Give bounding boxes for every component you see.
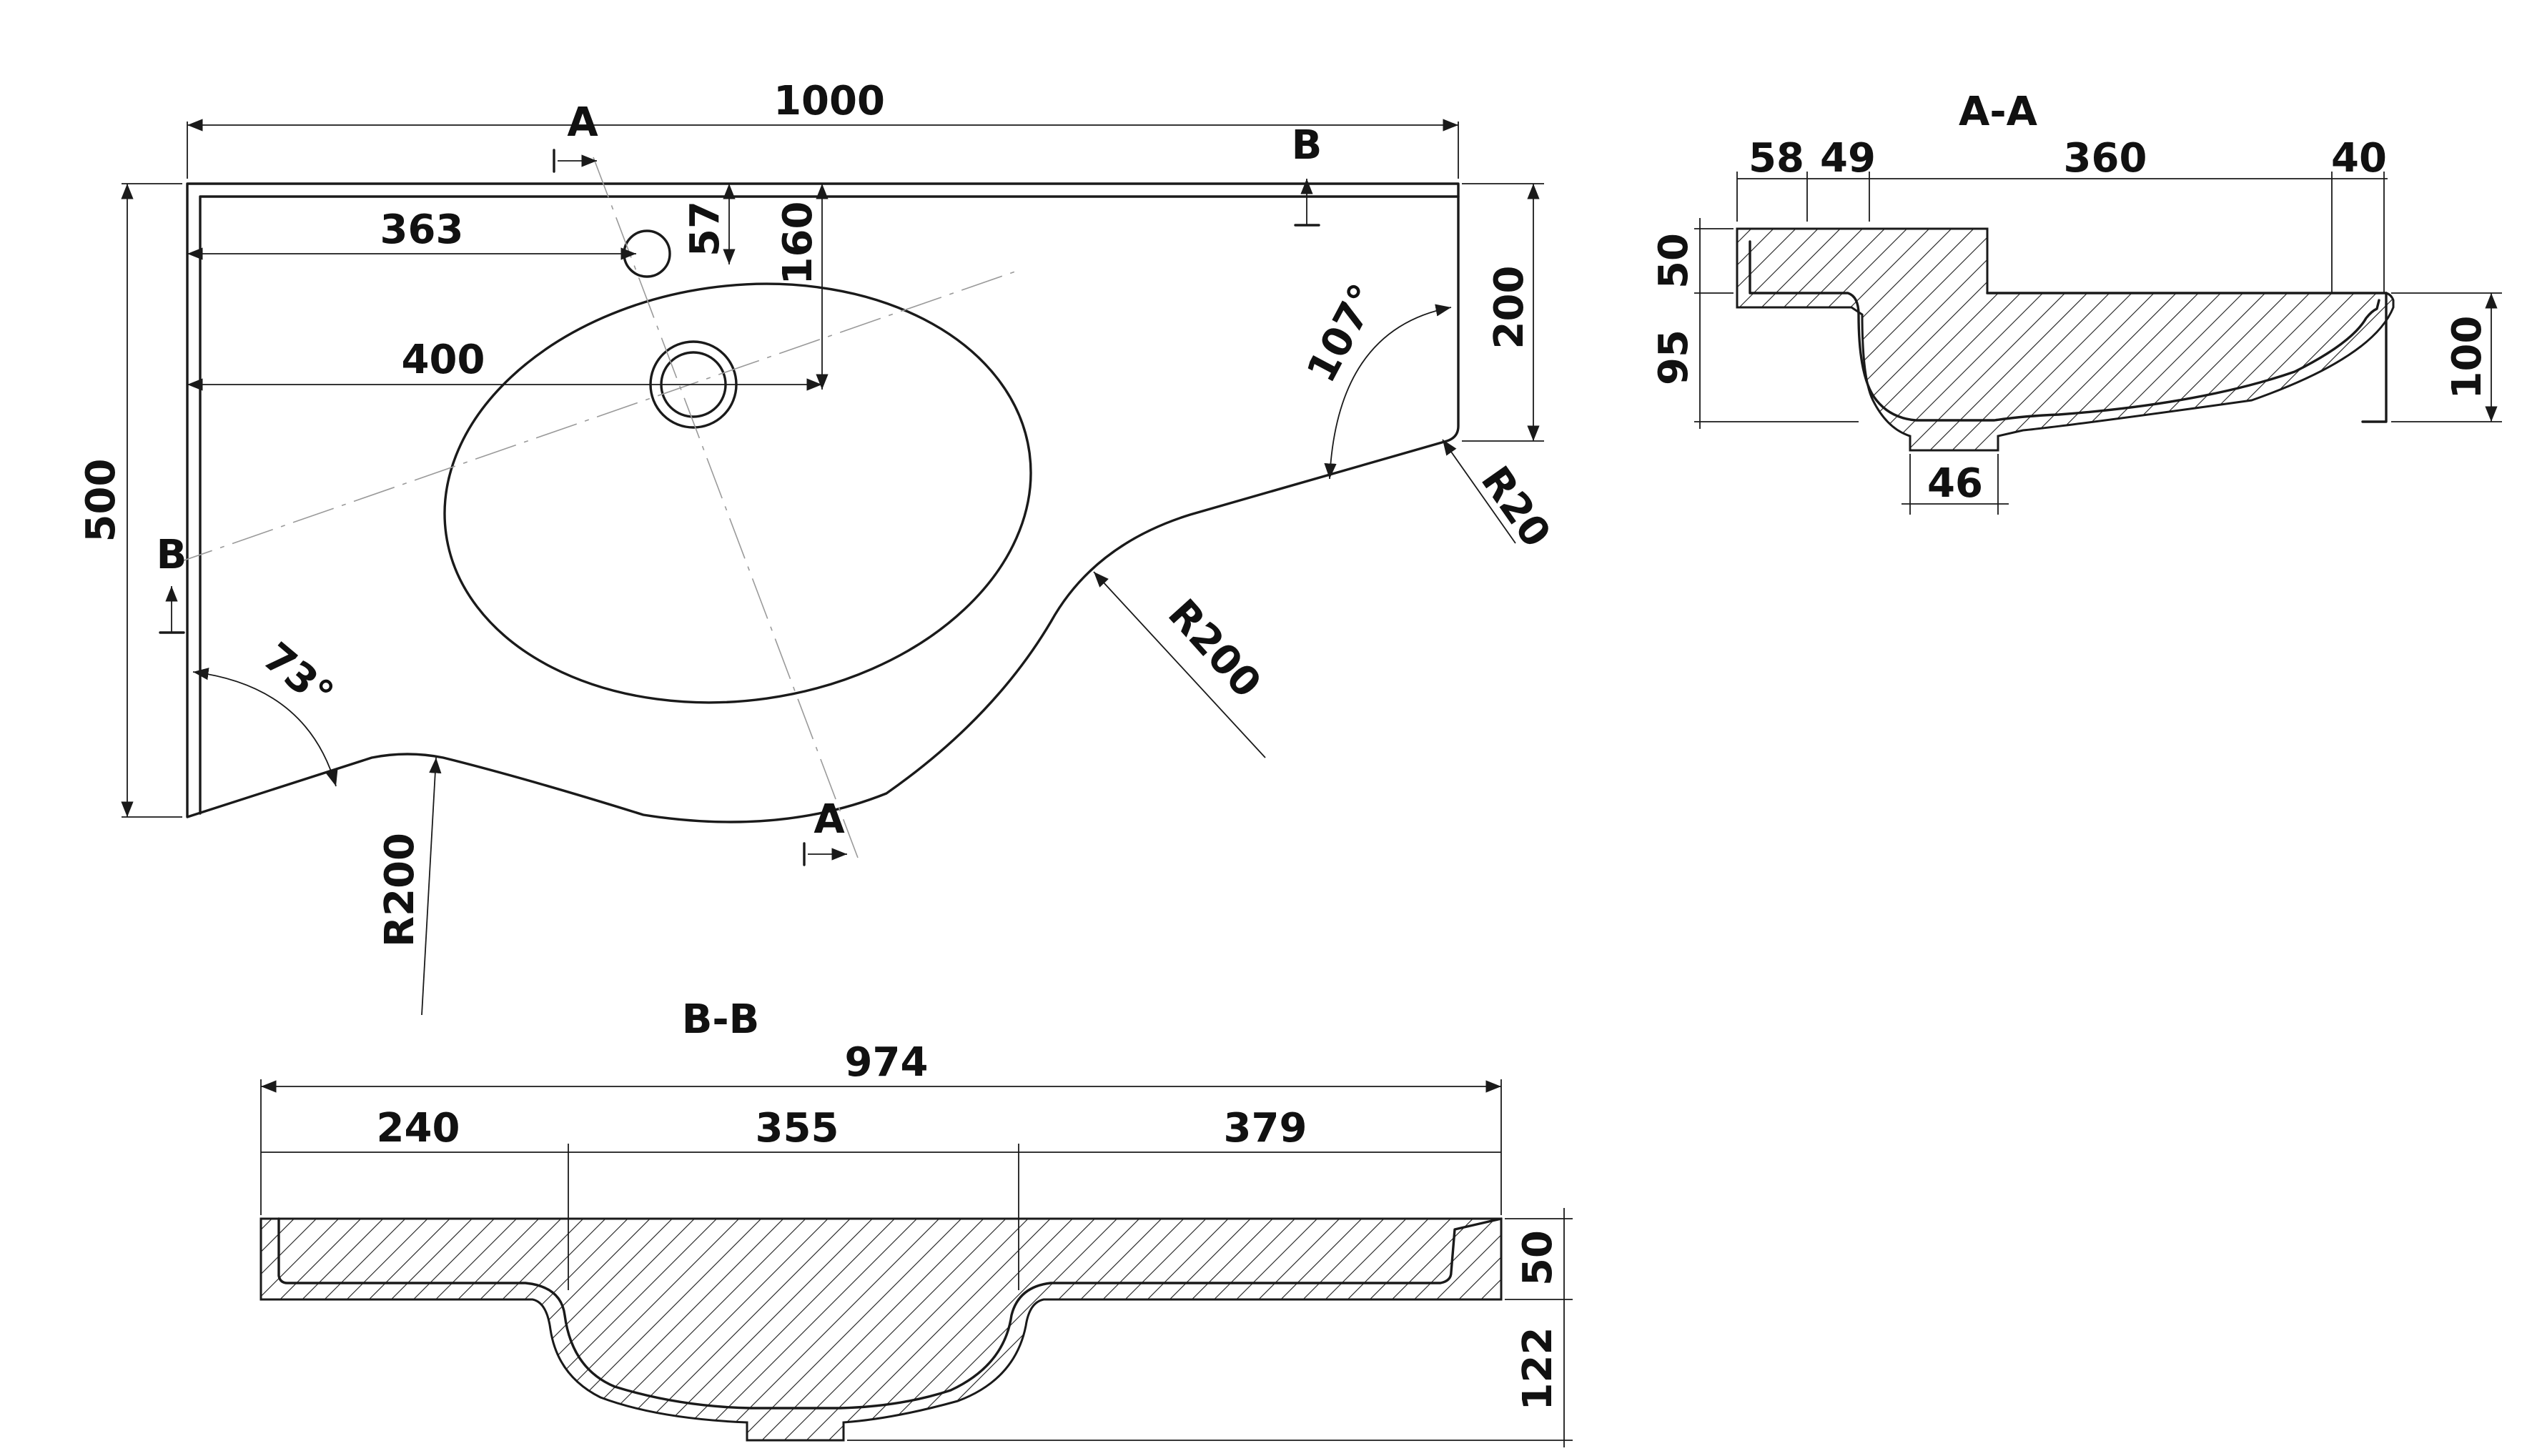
section-marker-b-left: B <box>157 532 187 634</box>
dim-bb-50: 50 <box>1515 1230 1561 1286</box>
section-bb-title: B-B <box>682 996 760 1043</box>
dim-bb-974: 974 <box>845 1039 929 1086</box>
radius-label-r200-right: R200 <box>1159 590 1270 706</box>
bowl-ellipse <box>443 282 1032 704</box>
dim-aa-46: 46 <box>1927 460 1983 507</box>
dim-width-total: 1000 <box>187 78 1459 179</box>
dim-label-500: 500 <box>78 459 124 543</box>
section-bb-inner <box>277 1217 1503 1410</box>
section-aa-inner <box>1749 240 2380 422</box>
radius-front-right: R200 <box>1093 571 1270 758</box>
section-aa-right-wall <box>2361 292 2388 423</box>
section-letter-b-left: B <box>157 532 187 578</box>
dim-depth-total: 500 <box>78 183 182 818</box>
dim-bb-240: 240 <box>377 1105 460 1152</box>
dim-aa-360: 360 <box>2064 135 2147 182</box>
section-aa-profile <box>1736 227 2395 452</box>
dim-bb-355: 355 <box>756 1105 839 1152</box>
center-line-a <box>593 157 859 858</box>
radius-corner: R20 <box>1442 439 1560 556</box>
center-line-b <box>171 271 1016 565</box>
dim-drain-offset-x: 400 <box>187 337 822 391</box>
angle-left: 73° <box>192 634 342 787</box>
section-marker-a-bottom: A <box>803 796 847 866</box>
section-letter-a-bottom: A <box>813 796 845 843</box>
dim-bb-379: 379 <box>1224 1105 1307 1152</box>
dim-label-1000: 1000 <box>773 78 885 124</box>
dim-label-363: 363 <box>380 207 464 253</box>
dim-aa-58: 58 <box>1749 135 1804 182</box>
section-aa: A-A 58 49 360 40 50 95 100 46 <box>1651 89 2502 515</box>
radius-label-r200-left: R200 <box>377 833 423 947</box>
dim-aa-100: 100 <box>2444 316 2491 400</box>
plan-view: 1000 500 363 400 57 160 <box>78 78 1560 1016</box>
dim-bb-122: 122 <box>1515 1327 1561 1411</box>
dim-drain-offset-y: 160 <box>775 184 829 390</box>
angle-right: 107° <box>1298 277 1452 480</box>
dim-label-160: 160 <box>775 202 821 285</box>
dim-right-depth: 200 <box>1462 183 1544 442</box>
section-bb-profile <box>259 1217 1503 1442</box>
section-bb: B-B 974 240 355 379 50 122 <box>259 996 1573 1447</box>
section-aa-title: A-A <box>1959 89 2038 135</box>
dim-aa-40: 40 <box>2331 135 2387 182</box>
dim-aa-50: 50 <box>1651 233 1697 289</box>
dim-tap-offset-y: 57 <box>682 184 736 264</box>
dim-label-400: 400 <box>402 337 485 383</box>
radius-label-r20: R20 <box>1472 458 1560 555</box>
dim-aa-95: 95 <box>1651 330 1697 385</box>
section-letter-a-top: A <box>567 99 598 146</box>
dim-aa-49: 49 <box>1820 135 1876 182</box>
dim-label-57: 57 <box>682 201 728 257</box>
section-marker-b-right: B <box>1292 122 1322 227</box>
section-marker-a-top: A <box>553 99 598 173</box>
angle-label-73: 73° <box>254 634 342 718</box>
dim-label-200: 200 <box>1486 266 1533 350</box>
radius-front-left: R200 <box>377 757 442 1016</box>
section-letter-b-right: B <box>1292 122 1322 169</box>
angle-label-107: 107° <box>1298 277 1388 390</box>
plan-outline <box>186 182 1460 823</box>
dim-tap-offset-x: 363 <box>187 207 636 260</box>
